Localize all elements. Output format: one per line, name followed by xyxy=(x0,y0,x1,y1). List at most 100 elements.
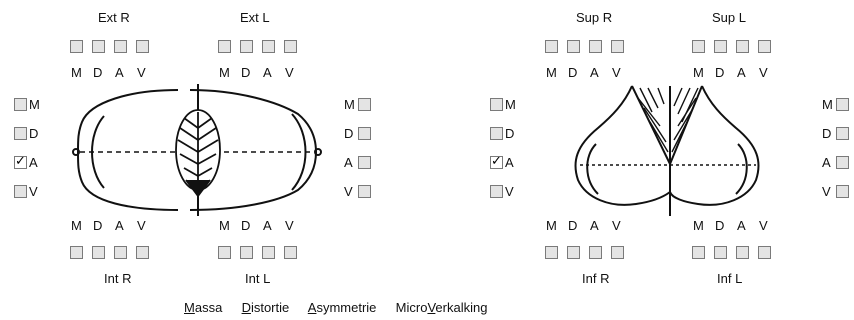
letter-bottom-m: M xyxy=(219,218,230,233)
legend-item-asymmetrie: Asymmetrie xyxy=(307,300,377,315)
checkbox-top-0-a[interactable] xyxy=(589,40,602,53)
letter-top-a: A xyxy=(115,65,124,80)
checkmark-icon: ✓ xyxy=(15,153,26,168)
checkbox-bottom-0-d[interactable] xyxy=(567,246,580,259)
side-checkbox-right-v[interactable] xyxy=(358,185,371,198)
legend-item-microverkalking: MicroVerkalking xyxy=(395,300,488,315)
side-letter-right-m: M xyxy=(344,97,355,112)
checkbox-bottom-0-a[interactable] xyxy=(589,246,602,259)
checkbox-bottom-0-m[interactable] xyxy=(70,246,83,259)
checkbox-top-1-d[interactable] xyxy=(240,40,253,53)
side-checkbox-left-m[interactable] xyxy=(490,98,503,111)
quadrant-label-sup-l: Sup L xyxy=(712,10,746,25)
legend: Massa Distortie Asymmetrie MicroVerkalki… xyxy=(184,300,487,315)
letter-bottom-m: M xyxy=(71,218,82,233)
checkbox-bottom-0-v[interactable] xyxy=(136,246,149,259)
checkbox-top-1-a[interactable] xyxy=(262,40,275,53)
checkbox-bottom-1-d[interactable] xyxy=(714,246,727,259)
checkbox-top-0-v[interactable] xyxy=(136,40,149,53)
legend-item-massa: Massa xyxy=(184,300,223,315)
checkbox-top-1-d[interactable] xyxy=(714,40,727,53)
right-breast-outline xyxy=(574,85,671,206)
checkbox-top-0-m[interactable] xyxy=(70,40,83,53)
checkbox-bottom-1-m[interactable] xyxy=(692,246,705,259)
checkbox-bottom-1-d[interactable] xyxy=(240,246,253,259)
axial-breast-diagram xyxy=(72,84,322,216)
checkbox-top-1-v[interactable] xyxy=(284,40,297,53)
side-letter-left-m: M xyxy=(505,97,516,112)
side-letter-right-d: D xyxy=(344,126,354,141)
side-letter-right-m: M xyxy=(822,97,833,112)
side-letter-left-v: V xyxy=(505,184,514,199)
checkbox-bottom-0-m[interactable] xyxy=(545,246,558,259)
hatched-triangle xyxy=(631,85,703,167)
checkbox-bottom-1-a[interactable] xyxy=(262,246,275,259)
central-leaf-shape xyxy=(175,109,221,198)
checkbox-bottom-0-v[interactable] xyxy=(611,246,624,259)
letter-bottom-d: D xyxy=(241,218,251,233)
checkbox-bottom-0-d[interactable] xyxy=(92,246,105,259)
checkbox-top-1-v[interactable] xyxy=(758,40,771,53)
side-checkbox-left-a[interactable]: ✓ xyxy=(490,154,503,169)
letter-bottom-v: V xyxy=(285,218,294,233)
checkbox-bottom-1-a[interactable] xyxy=(736,246,749,259)
side-letter-right-v: V xyxy=(822,184,831,199)
legend-item-distortie: Distortie xyxy=(241,300,290,315)
letter-top-a: A xyxy=(590,65,599,80)
side-checkbox-left-m[interactable] xyxy=(14,98,27,111)
side-checkbox-right-m[interactable] xyxy=(358,98,371,111)
right-nipple xyxy=(72,148,80,156)
letter-top-v: V xyxy=(137,65,146,80)
letter-top-a: A xyxy=(263,65,272,80)
letter-top-v: V xyxy=(759,65,768,80)
side-letter-left-m: M xyxy=(29,97,40,112)
checkbox-top-0-v[interactable] xyxy=(611,40,624,53)
letter-top-d: D xyxy=(568,65,578,80)
letter-bottom-m: M xyxy=(693,218,704,233)
side-checkbox-right-d[interactable] xyxy=(836,127,849,140)
side-checkbox-right-m[interactable] xyxy=(836,98,849,111)
side-checkbox-left-d[interactable] xyxy=(490,127,503,140)
side-checkbox-left-v[interactable] xyxy=(490,185,503,198)
side-letter-left-v: V xyxy=(29,184,38,199)
left-breast-outline xyxy=(669,85,760,206)
checkbox-bottom-0-a[interactable] xyxy=(114,246,127,259)
side-checkbox-right-d[interactable] xyxy=(358,127,371,140)
checkbox-top-1-m[interactable] xyxy=(218,40,231,53)
letter-bottom-d: D xyxy=(715,218,725,233)
letter-bottom-a: A xyxy=(263,218,272,233)
letter-top-a: A xyxy=(737,65,746,80)
checkbox-top-1-m[interactable] xyxy=(692,40,705,53)
letter-bottom-v: V xyxy=(759,218,768,233)
right-breast-inner-arc xyxy=(586,143,599,195)
checkbox-bottom-1-m[interactable] xyxy=(218,246,231,259)
frontal-breast-diagram xyxy=(574,85,760,216)
quadrant-label-ext-r: Ext R xyxy=(98,10,130,25)
letter-top-d: D xyxy=(93,65,103,80)
letter-bottom-d: D xyxy=(568,218,578,233)
letter-bottom-a: A xyxy=(737,218,746,233)
letter-top-v: V xyxy=(285,65,294,80)
quadrant-label-inf-l: Inf L xyxy=(717,271,743,286)
side-checkbox-left-a[interactable]: ✓ xyxy=(14,153,27,169)
side-checkbox-left-d[interactable] xyxy=(14,127,27,140)
side-checkbox-right-a[interactable] xyxy=(358,156,371,169)
checkbox-top-0-d[interactable] xyxy=(567,40,580,53)
triangle-hatching xyxy=(637,87,699,153)
side-checkbox-right-a[interactable] xyxy=(836,156,849,169)
checkbox-bottom-1-v[interactable] xyxy=(758,246,771,259)
side-checkbox-left-v[interactable] xyxy=(14,185,27,198)
side-letter-left-d: D xyxy=(29,126,39,141)
checkbox-top-0-d[interactable] xyxy=(92,40,105,53)
letter-bottom-a: A xyxy=(590,218,599,233)
letter-bottom-v: V xyxy=(612,218,621,233)
checkbox-bottom-1-v[interactable] xyxy=(284,246,297,259)
side-letter-left-d: D xyxy=(505,126,515,141)
checkbox-top-0-a[interactable] xyxy=(114,40,127,53)
side-checkbox-right-v[interactable] xyxy=(836,185,849,198)
side-letter-left-a: A xyxy=(29,155,38,170)
letter-bottom-d: D xyxy=(93,218,103,233)
letter-top-m: M xyxy=(546,65,557,80)
checkbox-top-0-m[interactable] xyxy=(545,40,558,53)
checkbox-top-1-a[interactable] xyxy=(736,40,749,53)
